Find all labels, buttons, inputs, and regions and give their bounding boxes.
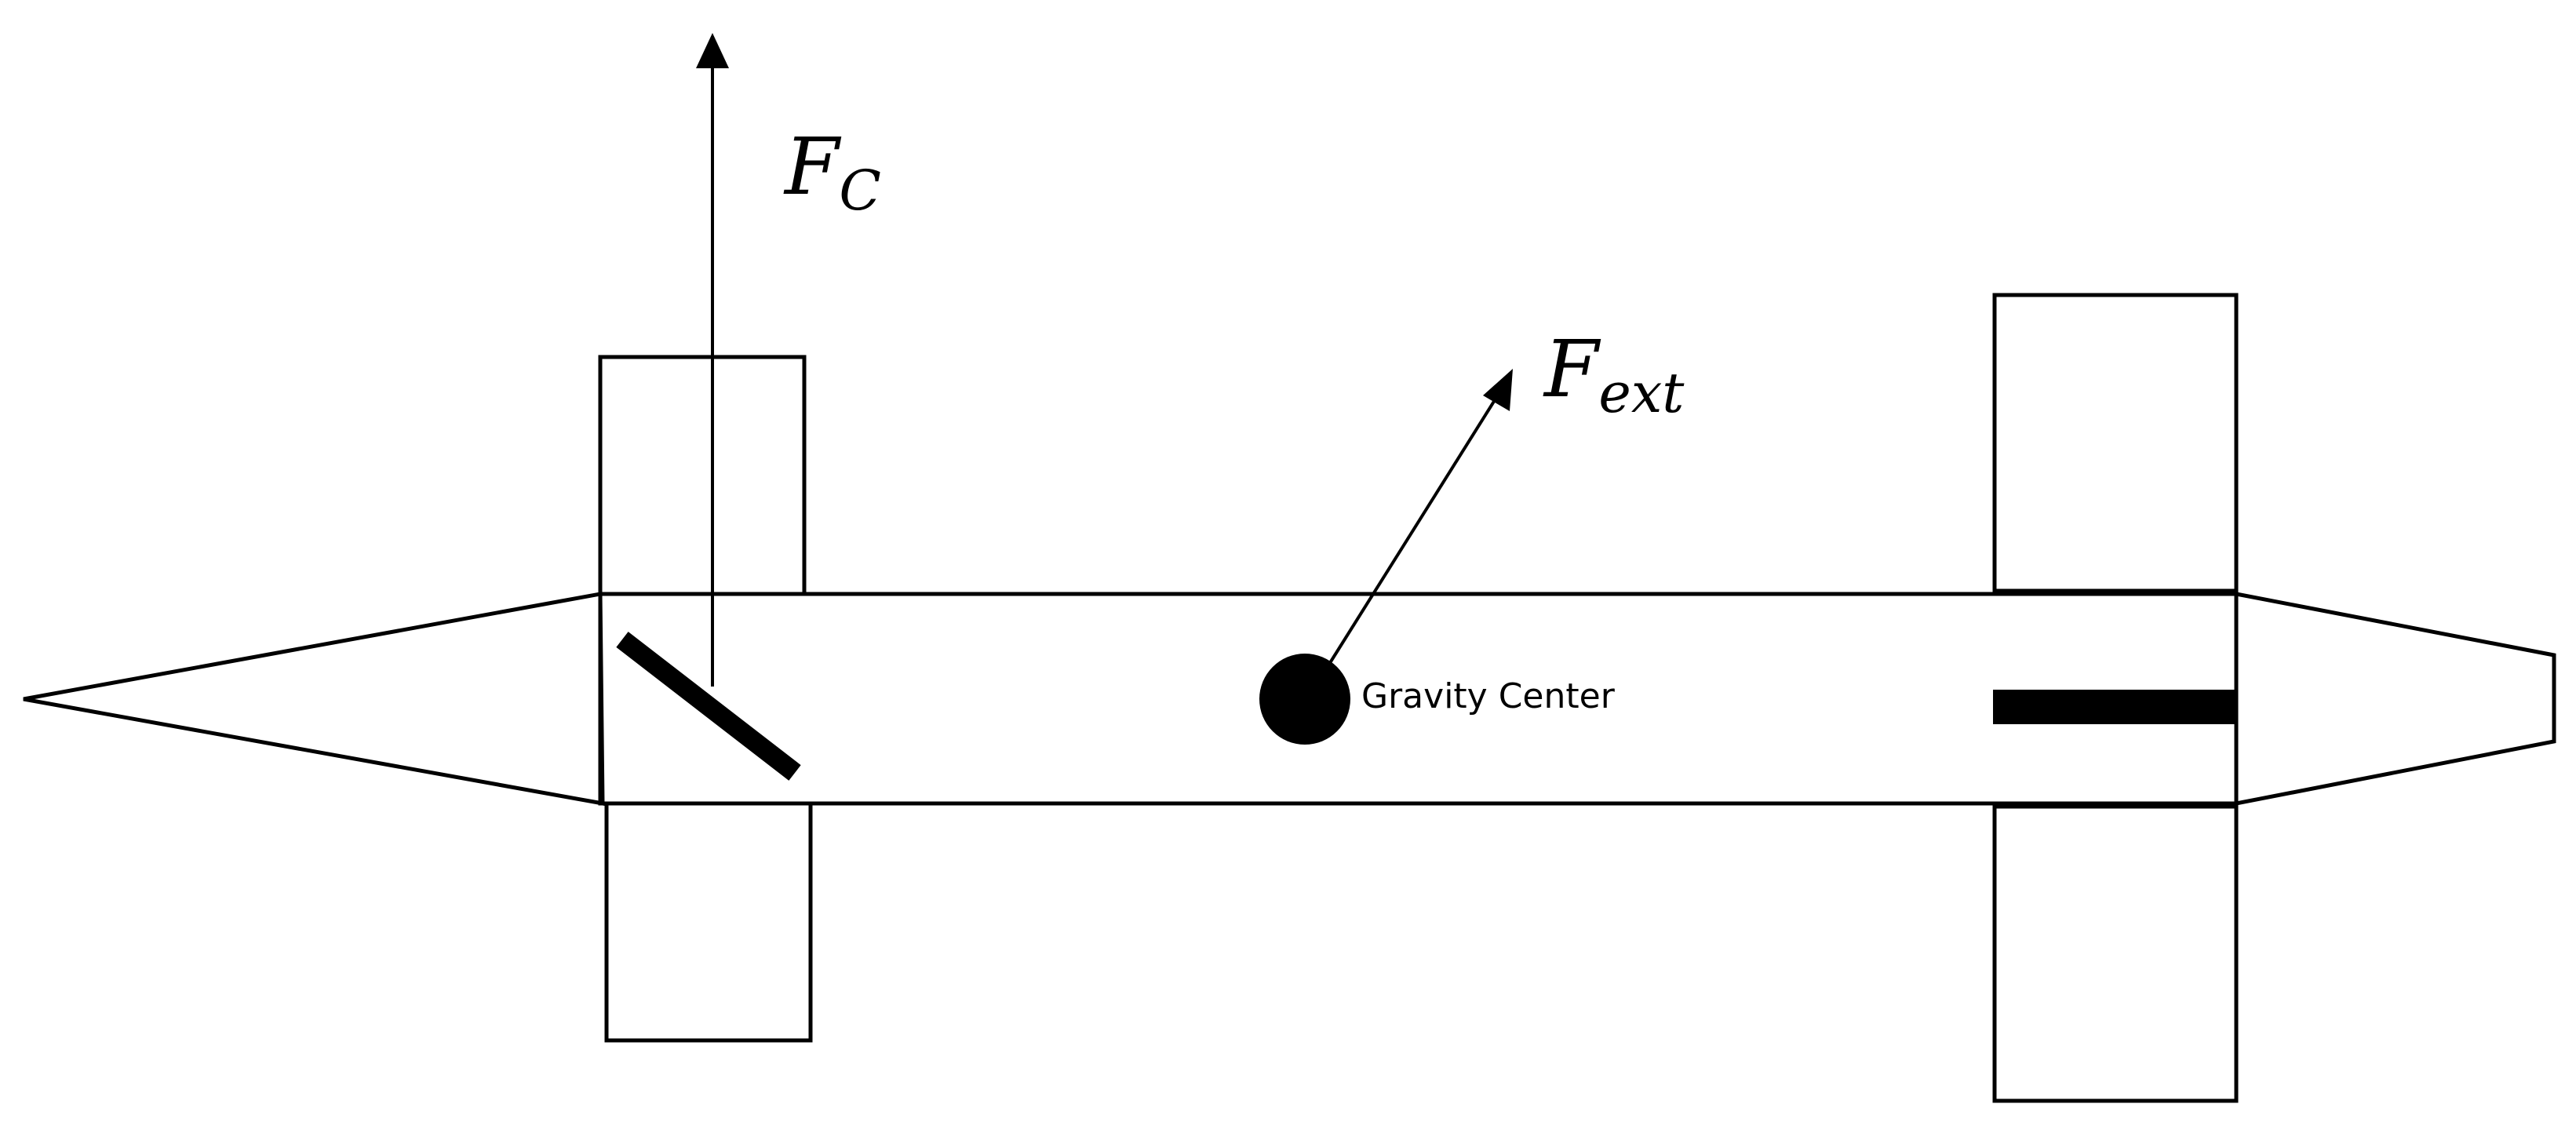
canard-deflection-bar (616, 632, 801, 781)
force-ext-main: F (1543, 323, 1601, 415)
tail-nozzle (2234, 591, 2556, 807)
rear-fin-top (1992, 293, 2239, 593)
front-fin-bottom (604, 801, 813, 1043)
force-c-main: F (783, 121, 842, 213)
control-force-arrowhead (696, 33, 729, 68)
gravity-center-label: Gravity Center (1361, 676, 1616, 716)
external-force-arrowhead (1483, 369, 1513, 411)
force-c-label: FC (783, 121, 881, 223)
force-ext-subscript: ext (1598, 361, 1685, 425)
force-ext-label: Fext (1543, 323, 1685, 425)
gravity-center-dot (1259, 654, 1350, 745)
nose-cone (23, 592, 605, 806)
front-fin-top (598, 355, 807, 596)
external-force-arrow (1327, 399, 1496, 667)
rear-control-bar (1993, 690, 2236, 724)
rear-fin-bottom (1992, 804, 2239, 1103)
force-c-subscript: C (839, 158, 881, 223)
